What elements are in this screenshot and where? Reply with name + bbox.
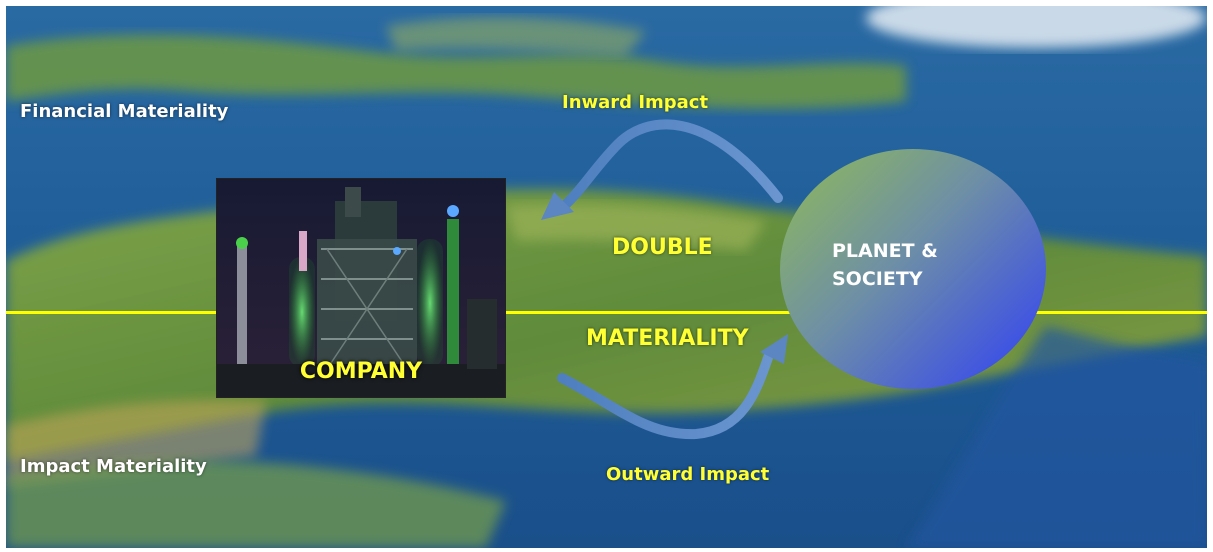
planet-label-line2: SOCIETY xyxy=(832,268,923,290)
materiality-label: MATERIALITY xyxy=(586,326,749,351)
planet-society-label: PLANET & SOCIETY xyxy=(832,237,938,293)
horizon-divider-line xyxy=(6,311,1207,314)
inward-impact-label: Inward Impact xyxy=(562,92,709,113)
factory-illustration xyxy=(217,179,505,397)
financial-materiality-label: Financial Materiality xyxy=(20,101,229,122)
diagram-canvas: Financial Materiality Impact Materiality… xyxy=(6,6,1207,548)
double-label: DOUBLE xyxy=(612,235,713,260)
outward-impact-label: Outward Impact xyxy=(606,464,770,485)
company-label: COMPANY xyxy=(299,359,423,384)
company-image: COMPANY xyxy=(216,178,506,398)
impact-materiality-label: Impact Materiality xyxy=(20,456,207,477)
planet-society-circle: PLANET & SOCIETY xyxy=(780,149,1046,389)
planet-label-line1: PLANET & xyxy=(832,240,938,262)
land-top xyxy=(6,34,906,109)
